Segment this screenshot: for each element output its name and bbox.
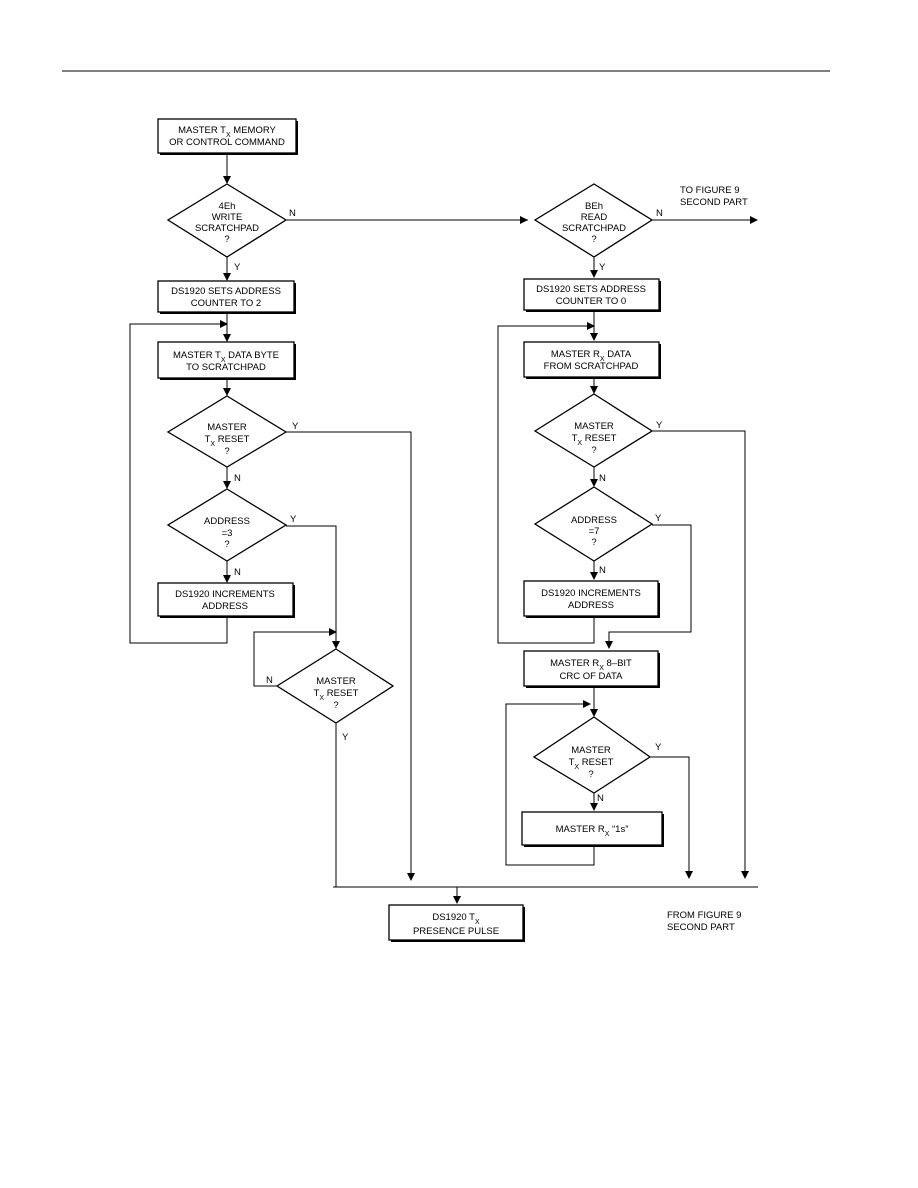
svg-text:ADDRESS: ADDRESS	[204, 516, 250, 527]
svg-text:TX RESET: TX RESET	[205, 434, 250, 448]
svg-text:?: ?	[591, 445, 596, 456]
svg-text:N: N	[234, 567, 241, 578]
svg-text:?: ?	[588, 769, 593, 780]
svg-text:N: N	[656, 208, 663, 219]
svg-text:SECOND PART: SECOND PART	[680, 197, 748, 208]
svg-text:Y: Y	[599, 262, 606, 273]
arrowheads	[220, 176, 758, 904]
master-tx-byte-box: MASTER TX DATA BYTE TO SCRATCHPAD	[157, 341, 296, 380]
svg-text:SCRATCHPAD: SCRATCHPAD	[562, 223, 626, 234]
svg-text:COUNTER TO 2: COUNTER TO 2	[191, 298, 261, 309]
svg-text:?: ?	[224, 539, 229, 550]
svg-text:?: ?	[591, 234, 596, 245]
svg-text:SECOND PART: SECOND PART	[667, 922, 735, 933]
svg-text:CRC OF DATA: CRC OF DATA	[560, 671, 624, 682]
svg-text:N: N	[599, 565, 606, 576]
crc-box: MASTER RX 8–BIT CRC OF DATA	[523, 650, 660, 688]
to-figure-note: TO FIGURE 9 SECOND PART	[680, 185, 748, 208]
svg-text:TX RESET: TX RESET	[572, 433, 617, 447]
tx-reset-decision-1: MASTER TX RESET ?	[166, 395, 288, 468]
svg-text:MASTER: MASTER	[207, 422, 247, 433]
svg-text:MASTER: MASTER	[571, 745, 611, 756]
svg-text:MASTER TX DATA BYTE: MASTER TX DATA BYTE	[173, 350, 279, 364]
svg-text:4Eh: 4Eh	[219, 201, 236, 212]
svg-text:Y: Y	[292, 421, 299, 432]
svg-text:Y: Y	[655, 513, 662, 524]
svg-text:MASTER: MASTER	[574, 421, 614, 432]
svg-text:?: ?	[224, 446, 229, 457]
address-7-decision: ADDRESS =7 ?	[533, 486, 654, 562]
svg-text:TX RESET: TX RESET	[314, 688, 359, 702]
rx-ones-box: MASTER RX “1s”	[521, 811, 664, 847]
tx-reset-decision-4: MASTER TX RESET ?	[532, 716, 652, 794]
svg-text:?: ?	[591, 537, 596, 548]
svg-text:MASTER TX MEMORY: MASTER TX MEMORY	[178, 125, 276, 139]
svg-text:PRESENCE PULSE: PRESENCE PULSE	[413, 926, 499, 937]
svg-text:ADDRESS: ADDRESS	[568, 600, 614, 611]
svg-text:SCRATCHPAD: SCRATCHPAD	[195, 223, 259, 234]
svg-text:TO SCRATCHPAD: TO SCRATCHPAD	[186, 362, 266, 373]
edge-labels: Y N Y N Y N N Y Y N Y N Y N Y N	[234, 208, 663, 804]
start-command-box: MASTER TX MEMORY OR CONTROL COMMAND	[157, 118, 298, 155]
svg-text:Y: Y	[342, 732, 349, 743]
svg-text:N: N	[599, 473, 606, 484]
svg-text:ADDRESS: ADDRESS	[571, 515, 617, 526]
svg-text:MASTER: MASTER	[316, 676, 356, 687]
address-3-decision: ADDRESS =3 ?	[166, 488, 288, 562]
svg-text:DS1920 INCREMENTS: DS1920 INCREMENTS	[541, 588, 641, 599]
svg-text:MASTER RX “1s”: MASTER RX “1s”	[556, 824, 629, 838]
set-address-2-box: DS1920 SETS ADDRESS COUNTER TO 2	[157, 280, 296, 314]
svg-text:FROM FIGURE 9: FROM FIGURE 9	[667, 910, 741, 921]
svg-text:ADDRESS: ADDRESS	[202, 601, 248, 612]
tx-reset-decision-2: MASTER TX RESET ?	[275, 648, 395, 724]
svg-text:Y: Y	[234, 262, 241, 273]
tx-reset-decision-3: MASTER TX RESET ?	[533, 393, 654, 468]
svg-text:WRITE: WRITE	[212, 212, 243, 223]
read-scratchpad-decision: BEh READ SCRATCHPAD ?	[533, 183, 654, 258]
svg-text:Y: Y	[290, 514, 297, 525]
svg-text:OR CONTROL COMMAND: OR CONTROL COMMAND	[169, 137, 285, 148]
svg-text:Y: Y	[655, 742, 662, 753]
svg-text:N: N	[289, 208, 296, 219]
svg-text:DS1920 SETS ADDRESS: DS1920 SETS ADDRESS	[536, 284, 646, 295]
svg-text:?: ?	[224, 234, 229, 245]
svg-text:COUNTER TO 0: COUNTER TO 0	[556, 296, 626, 307]
svg-text:DS1920 SETS ADDRESS: DS1920 SETS ADDRESS	[171, 286, 281, 297]
svg-text:DS1920 INCREMENTS: DS1920 INCREMENTS	[175, 589, 275, 600]
write-scratchpad-decision: 4Eh WRITE SCRATCHPAD ?	[166, 183, 288, 258]
master-rx-data-box: MASTER RX DATA FROM SCRATCHPAD	[523, 341, 661, 379]
set-address-0-box: DS1920 SETS ADDRESS COUNTER TO 0	[523, 278, 661, 312]
svg-text:BEh: BEh	[585, 201, 603, 212]
svg-text:=3: =3	[222, 528, 233, 539]
svg-text:?: ?	[333, 700, 338, 711]
svg-text:N: N	[597, 793, 604, 804]
svg-text:TO FIGURE 9: TO FIGURE 9	[680, 185, 739, 196]
increment-address-right-box: DS1920 INCREMENTS ADDRESS	[523, 580, 660, 618]
svg-text:READ: READ	[581, 212, 608, 223]
svg-text:N: N	[234, 473, 241, 484]
increment-address-left-box: DS1920 INCREMENTS ADDRESS	[157, 582, 295, 618]
svg-text:FROM SCRATCHPAD: FROM SCRATCHPAD	[544, 361, 639, 372]
svg-text:Y: Y	[656, 420, 663, 431]
svg-text:MASTER RX DATA: MASTER RX DATA	[551, 349, 632, 363]
svg-text:MASTER RX 8–BIT: MASTER RX 8–BIT	[550, 658, 632, 672]
presence-pulse-box: DS1920 TX PRESENCE PULSE	[388, 904, 525, 942]
svg-text:=7: =7	[589, 526, 600, 537]
svg-text:TX RESET: TX RESET	[569, 757, 614, 771]
svg-text:DS1920 TX: DS1920 TX	[432, 912, 480, 926]
svg-text:N: N	[266, 675, 273, 686]
from-figure-note: FROM FIGURE 9 SECOND PART	[667, 910, 741, 933]
